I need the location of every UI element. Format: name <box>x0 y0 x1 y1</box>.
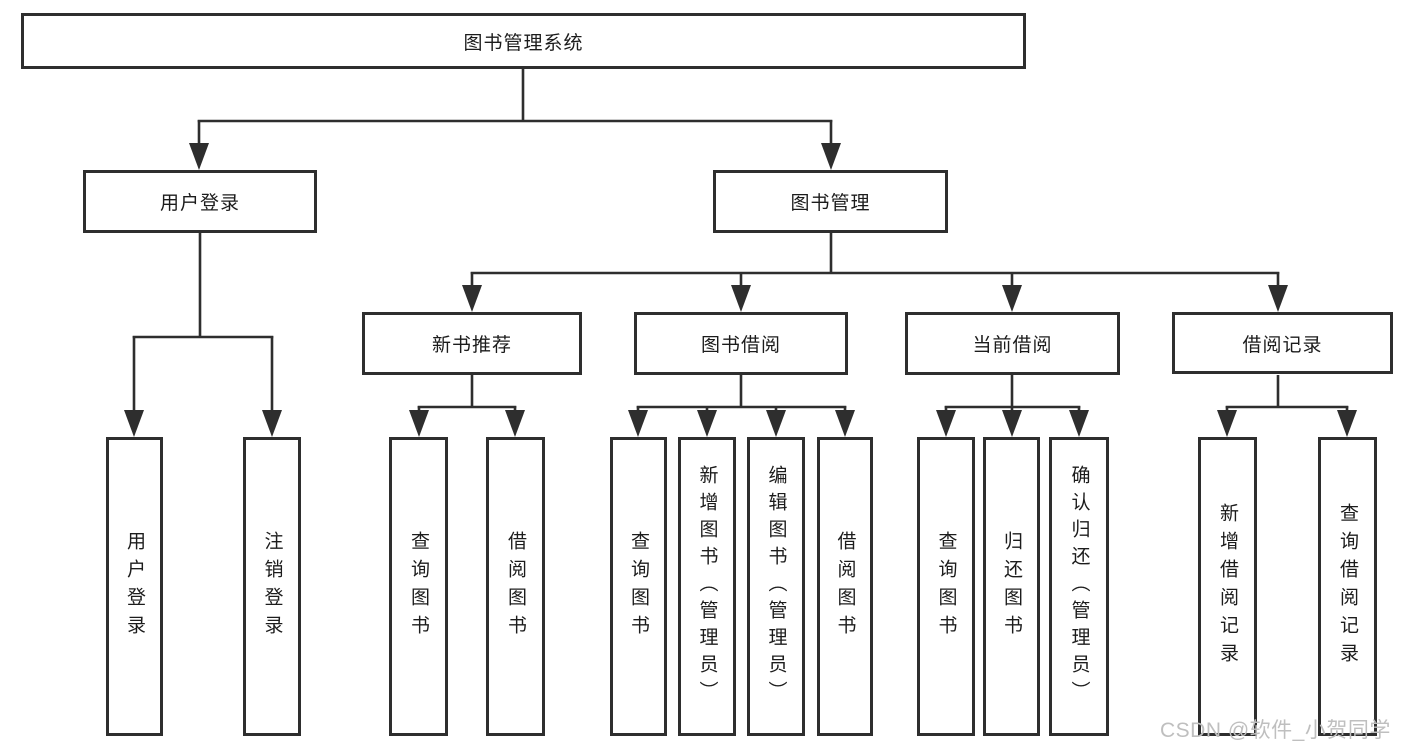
node-library-system: 图书管理系统 <box>21 13 1026 69</box>
node-add-borrow-record: 新增借阅记录 <box>1198 437 1257 736</box>
node-new-book-recommend: 新书推荐 <box>362 312 582 375</box>
node-query-books-current: 查询图书 <box>917 437 975 736</box>
node-current-borrowing: 当前借阅 <box>905 312 1120 375</box>
node-user-login: 用户登录 <box>83 170 317 233</box>
node-borrow-books-borrowing: 借阅图书 <box>817 437 873 736</box>
node-return-book: 归还图书 <box>983 437 1040 736</box>
node-user-login-item: 用户登录 <box>106 437 163 736</box>
node-query-books-borrowing: 查询图书 <box>610 437 667 736</box>
node-query-books-recommend: 查询图书 <box>389 437 448 736</box>
node-confirm-return-admin: 确认归还（管理员） <box>1049 437 1109 736</box>
node-borrowing-records: 借阅记录 <box>1172 312 1393 374</box>
node-book-borrowing: 图书借阅 <box>634 312 848 375</box>
node-logout-item: 注销登录 <box>243 437 301 736</box>
node-borrow-books-recommend: 借阅图书 <box>486 437 545 736</box>
node-edit-book-admin: 编辑图书（管理员） <box>747 437 805 736</box>
node-query-borrow-record: 查询借阅记录 <box>1318 437 1377 736</box>
node-add-book-admin: 新增图书（管理员） <box>678 437 736 736</box>
node-book-management: 图书管理 <box>713 170 948 233</box>
csdn-watermark: CSDN @软件_小贺同学 <box>1160 719 1391 742</box>
